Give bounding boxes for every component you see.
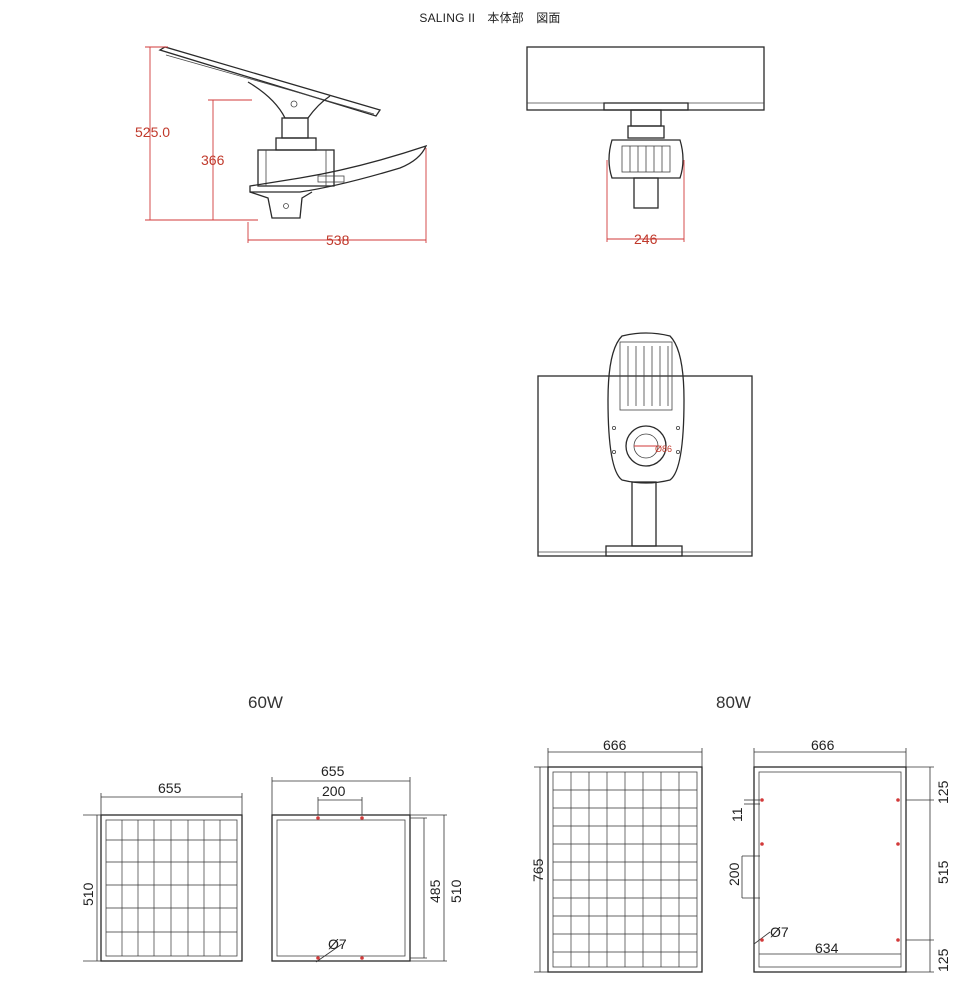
- panel-60w-front-height: 510: [80, 882, 96, 906]
- panel-80w-label: 80W: [716, 693, 751, 712]
- front-neck: [630, 109, 662, 127]
- bottom-lamp-body: [607, 332, 685, 484]
- side-panel-bracket: [247, 81, 331, 119]
- side-solar-panel: [158, 46, 382, 117]
- side-battery-box: [257, 149, 335, 187]
- panel-80w-back-bottom-offset: 125: [935, 948, 951, 972]
- panel-80w-back-top-offset: 125: [935, 780, 951, 804]
- side-neck: [281, 117, 309, 139]
- panel-60w-back-height: 510: [448, 879, 464, 903]
- panel-80w-hole: Ø7: [770, 924, 789, 940]
- side-view: 525.0 366 538: [135, 46, 428, 248]
- bottom-hole-label: Ø86: [655, 444, 672, 454]
- panel-60w-front-width: 655: [158, 780, 182, 796]
- front-width-label: 246: [634, 231, 658, 247]
- panel-60w-back-width: 655: [321, 763, 345, 779]
- page-title: SALING II 本体部 図面: [419, 11, 561, 25]
- side-height-lamp-label: 366: [201, 152, 225, 168]
- panel-80w-back-mid: 515: [935, 860, 951, 884]
- side-length-label: 538: [326, 232, 350, 248]
- front-lamp-head: [608, 139, 684, 179]
- bottom-view: Ø86: [537, 332, 753, 557]
- bottom-led-module: [619, 341, 673, 411]
- front-view: 246: [526, 46, 765, 247]
- panel-60w-label: 60W: [248, 693, 283, 712]
- side-height-total-label: 525.0: [135, 124, 170, 140]
- panel-60w-hole: Ø7: [328, 936, 347, 952]
- panel-80w-back-bracket: 200: [726, 862, 742, 886]
- bottom-arm: [631, 481, 657, 547]
- front-solar-panel: [526, 46, 765, 111]
- panel-80w-back-inner-width: 634: [815, 940, 839, 956]
- side-pole-mount: [249, 191, 313, 219]
- panel-60w-back: 655 200 485 510 Ø7: [271, 763, 464, 963]
- panel-80w-front-width: 666: [603, 737, 627, 753]
- panel-80w-front: 666 765: [530, 737, 703, 973]
- panel-80w-back-width: 666: [811, 737, 835, 753]
- side-lamp-arm: [249, 144, 428, 193]
- panel-80w-back: 666 11 200 Ø7 634 125 515 125: [726, 737, 951, 973]
- front-pole-mount: [633, 177, 659, 209]
- panel-60w-back-inner-height: 485: [427, 879, 443, 903]
- panel-60w-front: 655 510: [80, 780, 243, 962]
- panel-60w-back-bracket: 200: [322, 783, 346, 799]
- bottom-mount-ring: [625, 425, 667, 467]
- panel-80w-front-height: 765: [530, 858, 546, 882]
- panel-80w-back-gap: 11: [729, 807, 745, 822]
